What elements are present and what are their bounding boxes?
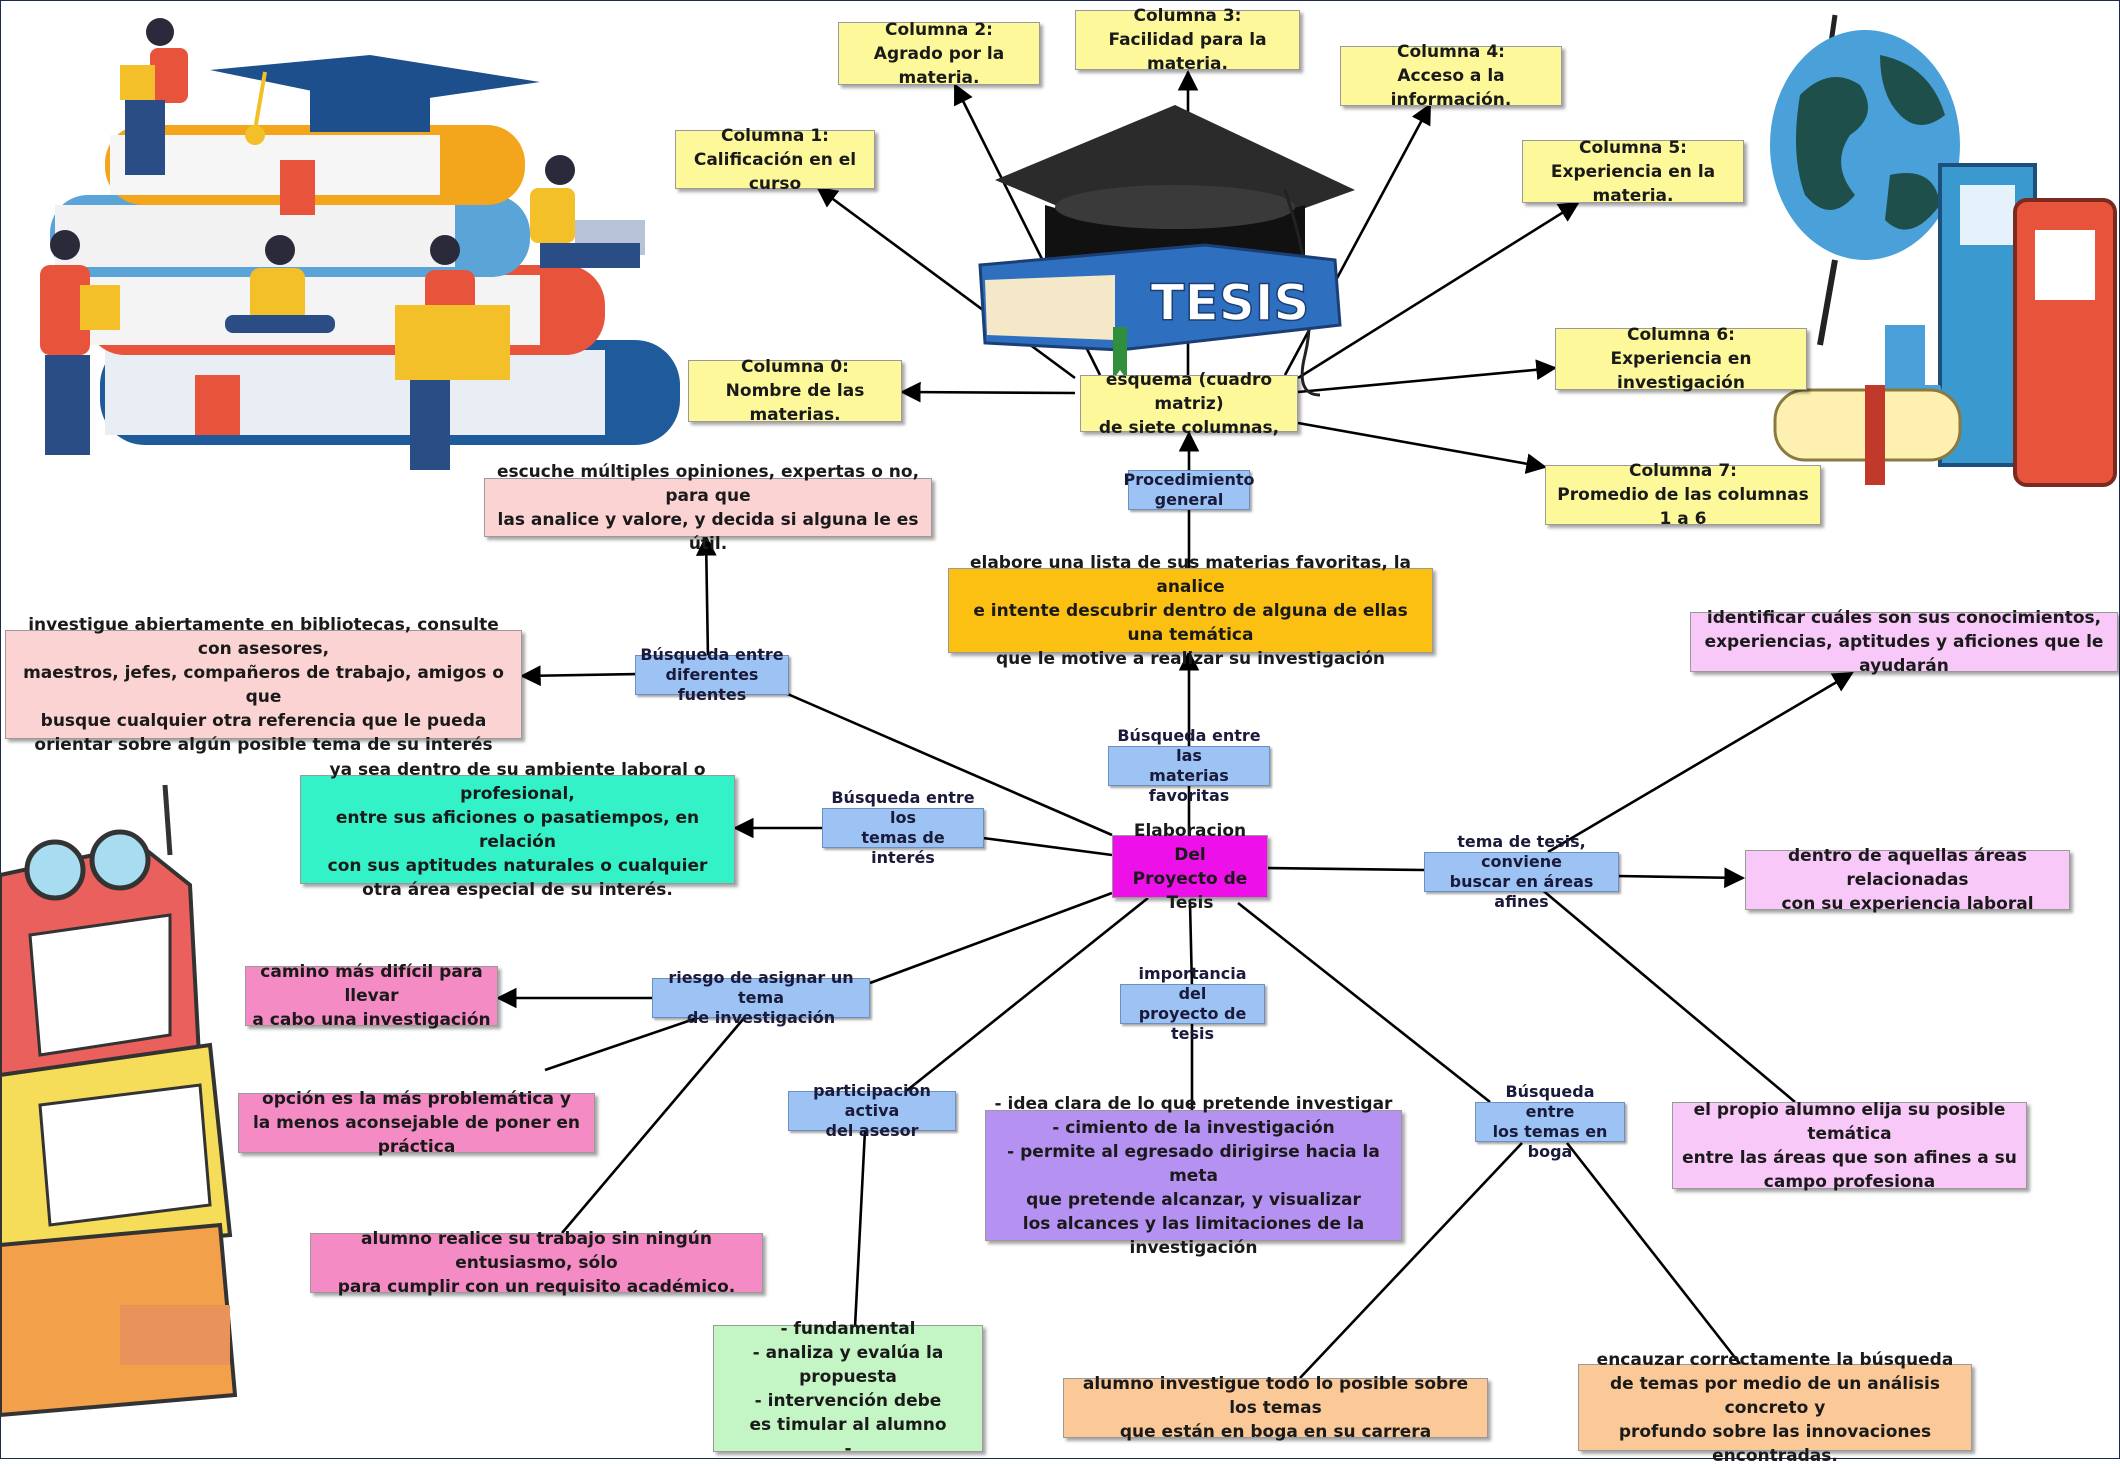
column-6[interactable]: Columna 6: Experiencia en investigación [1555,325,1807,393]
cartoon-books-illustration [0,784,238,1418]
center-node[interactable]: Elaboracion Del Proyecto de Tesis [1112,821,1268,913]
column-3[interactable]: Columna 3: Facilidad para la materia. [1075,6,1300,74]
scheme-node[interactable]: esquema (cuadro matriz) de siete columna… [1080,370,1298,438]
trend-label[interactable]: Búsqueda entre los temas en boga [1475,1082,1625,1161]
advisor-node[interactable]: - fundamental - analiza y evalúa la prop… [713,1319,983,1459]
related-within-node[interactable]: dentro de aquellas áreas relacionadas co… [1745,846,2070,914]
column-4[interactable]: Columna 4: Acceso a la información. [1340,42,1562,110]
interest-node[interactable]: ya sea dentro de su ambiente laboral o p… [300,760,735,900]
importance-node[interactable]: - idea clara de lo que pretende investig… [985,1094,1402,1258]
graduation-cap-tesis-icon: TESIS [978,105,1355,397]
column-0[interactable]: Columna 0: Nombre de las materias. [688,357,902,425]
column-1[interactable]: Columna 1: Calificación en el curso [675,126,875,194]
investigate-sources-node[interactable]: investigue abiertamente en bibliotecas, … [5,615,522,755]
favorites-label[interactable]: Búsqueda entre las materias favoritas [1108,726,1270,805]
opinions-node[interactable]: escuche múltiples opiniones, expertas o … [484,462,932,554]
trend-channel-node[interactable]: encauzar correctamente la búsqueda de te… [1578,1350,1972,1466]
advisor-label[interactable]: participación activa del asesor [788,1081,956,1140]
importance-label[interactable]: importancia del proyecto de tesis [1120,964,1265,1043]
column-2[interactable]: Columna 2: Agrado por la materia. [838,20,1040,88]
trend-investigate-node[interactable]: alumno investigue todo lo posible sobre … [1063,1374,1488,1442]
risk-label[interactable]: riesgo de asignar un tema de investigaci… [652,968,870,1027]
difficult-path-node[interactable]: camino más difícil para llevar a cabo un… [245,962,498,1030]
column-5[interactable]: Columna 5: Experiencia en la materia. [1522,138,1744,206]
column-7[interactable]: Columna 7: Promedio de las columnas 1 a … [1545,461,1821,529]
enthusiasm-node[interactable]: alumno realice su trabajo sin ningún ent… [310,1229,763,1297]
identify-node[interactable]: identificar cuáles son sus conocimientos… [1690,608,2118,676]
students-books-illustration [40,18,680,470]
globe-books-illustration [1770,14,2117,487]
favorites-text[interactable]: elabore una lista de sus materias favori… [948,553,1433,669]
related-label[interactable]: tema de tesis, conviene buscar en áreas … [1424,832,1619,911]
procedure-label[interactable]: Procedimiento general [1123,470,1255,510]
sources-label[interactable]: Búsqueda entre diferentes fuentes [635,645,789,704]
tesis-text: TESIS [1151,274,1310,332]
choose-node[interactable]: el propio alumno elija su posible temáti… [1672,1100,2027,1192]
problematic-node[interactable]: opción es la más problemática y la menos… [238,1089,595,1157]
interest-label[interactable]: Búsqueda entre los temas de interés [822,788,984,867]
